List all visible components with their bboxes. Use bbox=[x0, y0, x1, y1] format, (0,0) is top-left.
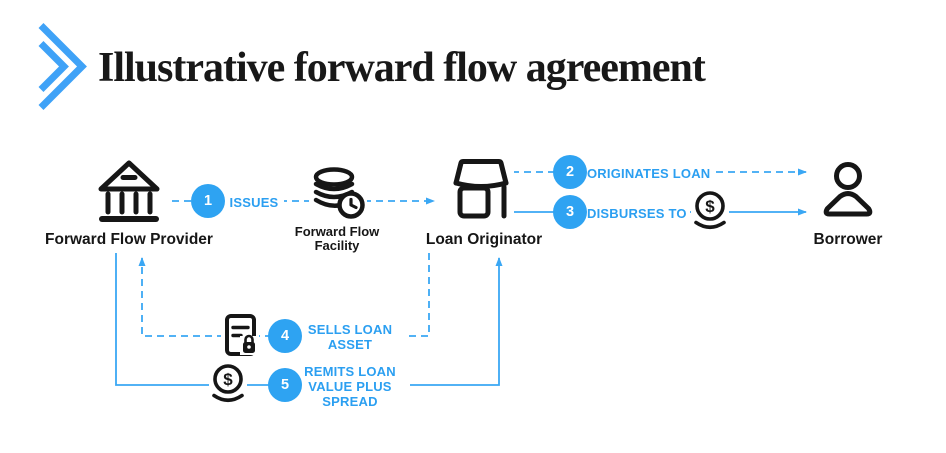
coin-stack-clock-icon bbox=[309, 166, 367, 220]
step-label-remits: REMITS LOAN VALUE PLUS SPREAD bbox=[290, 363, 410, 410]
step-badge-2: 2 bbox=[553, 155, 587, 189]
step-badge-4: 4 bbox=[268, 319, 302, 353]
step-label-originates: ORIGINATES LOAN bbox=[584, 165, 714, 182]
brand-logo bbox=[33, 20, 95, 115]
dollar-glyph: $ bbox=[223, 370, 233, 389]
node-label-provider: Forward Flow Provider bbox=[45, 231, 213, 248]
person-icon bbox=[821, 161, 875, 221]
step-badge-1: 1 bbox=[191, 184, 225, 218]
double-chevron-icon bbox=[38, 23, 87, 110]
node-label-facility: Forward Flow Facility bbox=[294, 224, 380, 253]
step4-connector bbox=[138, 253, 430, 337]
dollar-coin-icon: $ bbox=[691, 190, 729, 234]
step-label-sells: SELLS LOAN ASSET bbox=[296, 321, 404, 353]
bank-icon bbox=[92, 156, 166, 228]
step-badge-3: 3 bbox=[553, 195, 587, 229]
page-title: Illustrative forward flow agreement bbox=[98, 45, 706, 91]
loan-asset-document-icon bbox=[221, 311, 259, 361]
dollar-glyph: $ bbox=[705, 197, 715, 216]
step-badge-5: 5 bbox=[268, 368, 302, 402]
node-label-borrower: Borrower bbox=[813, 231, 883, 248]
node-label-originator: Loan Originator bbox=[425, 231, 543, 248]
storefront-icon bbox=[448, 154, 514, 226]
step-label-disburses: DISBURSES TO bbox=[584, 205, 690, 222]
dollar-coin-icon: $ bbox=[209, 363, 247, 407]
step-label-issues: ISSUES bbox=[224, 194, 284, 211]
